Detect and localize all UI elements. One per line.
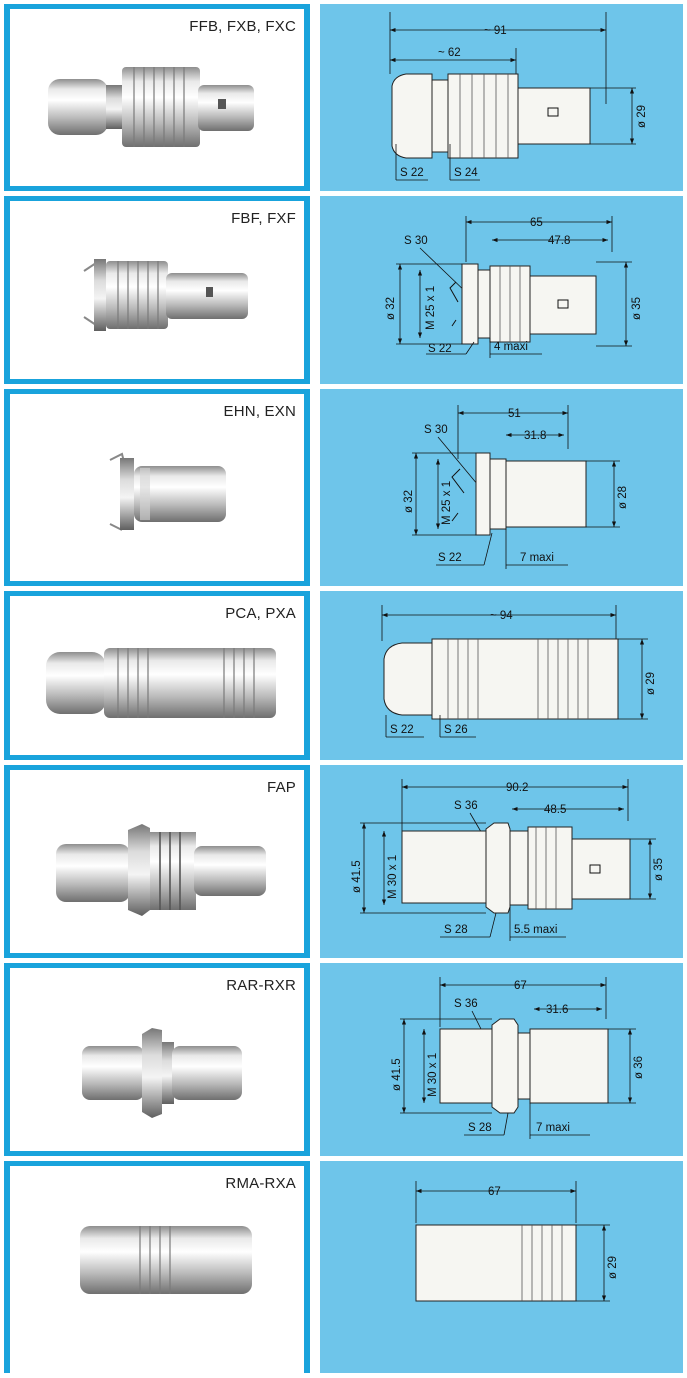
dim-thread: M 25 x 1 <box>441 481 453 525</box>
dim-diameter-left: ø 41.5 <box>391 1058 403 1091</box>
dim-maxi: 7 maxi <box>520 552 554 564</box>
drawing-panel: ~ 91 ~ 62 ø 29 S 22 S 24 <box>320 4 683 191</box>
dim-s36: S 36 <box>454 998 478 1010</box>
series-label: FAP <box>267 779 296 796</box>
dim-length: ~ 91 <box>484 25 507 37</box>
connector-photo <box>46 648 276 718</box>
dim-thread: M 30 x 1 <box>387 855 399 899</box>
dim-diameter-left: ø 41.5 <box>351 860 363 893</box>
technical-drawing: ~ 94 ø 29 S 22 S 26 <box>381 605 657 738</box>
dim-diameter-right: ø 36 <box>633 1056 645 1079</box>
connector-row-2: FBF, FXF 65 47.8 S 30 <box>4 196 683 384</box>
series-label: FBF, FXF <box>231 210 296 227</box>
photo-panel: RAR-RXR <box>4 963 310 1156</box>
connector-row-3: EHN, EXN 51 31.8 S 30 ø 32 M 25 x 1 <box>4 389 683 586</box>
series-label: FFB, FXB, FXC <box>189 18 296 35</box>
drawing-panel: 51 31.8 S 30 ø 32 M 25 x 1 ø 28 S 22 7 m… <box>320 389 683 586</box>
series-label: EHN, EXN <box>223 403 296 420</box>
dim-s28: S 28 <box>444 924 468 936</box>
dim-thread: M 25 x 1 <box>425 286 437 330</box>
dim-diameter-left: ø 32 <box>385 297 397 320</box>
dim-s26: S 26 <box>444 724 468 736</box>
dim-length: 90.2 <box>506 782 528 794</box>
technical-drawing: 67 S 36 31.6 ø 41.5 M 30 x 1 ø 36 S 28 7… <box>391 977 645 1139</box>
photo-panel: FFB, FXB, FXC <box>4 4 310 191</box>
dim-s30: S 30 <box>404 235 428 247</box>
dim-maxi: 7 maxi <box>536 1122 570 1134</box>
connector-photo <box>56 824 266 916</box>
dim-length: 67 <box>514 980 527 992</box>
drawing-panel: 67 ø 29 <box>320 1161 683 1373</box>
connector-photo <box>48 67 254 147</box>
dim-length: ~ 94 <box>490 610 513 622</box>
connector-row-1: FFB, FXB, FXC ~ 91 ~ 62 <box>4 4 683 191</box>
dim-diameter-right: ø 35 <box>631 297 643 320</box>
series-label: RAR-RXR <box>226 977 296 994</box>
drawing-panel: 90.2 S 36 48.5 ø 41.5 M 30 x 1 ø 35 S 28… <box>320 765 683 958</box>
dim-diameter-right: ø 28 <box>617 486 629 509</box>
dim-diameter-right: ø 35 <box>653 858 665 881</box>
dim-maxi: 4 maxi <box>494 341 528 353</box>
connector-row-4: PCA, PXA ~ 94 ø 29 S 22 S 26 <box>4 591 683 760</box>
dim-s22: S 22 <box>400 167 424 179</box>
connector-row-5: FAP 90.2 S 36 48.5 ø 41.5 <box>4 765 683 958</box>
dim-s30: S 30 <box>424 424 448 436</box>
dim-s22: S 22 <box>438 552 462 564</box>
connector-photo <box>80 1226 252 1294</box>
dim-s36: S 36 <box>454 800 478 812</box>
technical-drawing: ~ 91 ~ 62 ø 29 S 22 S 24 <box>389 12 648 181</box>
dim-diameter: ø 29 <box>645 672 657 695</box>
drawing-panel: 65 47.8 S 30 ø 32 M 25 x 1 ø 35 S 22 4 m… <box>320 196 683 384</box>
dim-body: 48.5 <box>544 804 566 816</box>
dim-diameter-left: ø 32 <box>403 490 415 513</box>
technical-drawing: 65 47.8 S 30 ø 32 M 25 x 1 ø 35 S 22 4 m… <box>385 216 643 358</box>
photo-panel: FBF, FXF <box>4 196 310 384</box>
connector-row-6: RAR-RXR 67 S 36 31.6 ø 41.5 M 30 x 1 <box>4 963 683 1156</box>
technical-drawing: 51 31.8 S 30 ø 32 M 25 x 1 ø 28 S 22 7 m… <box>403 405 629 569</box>
dim-s24: S 24 <box>454 167 478 179</box>
series-label: PCA, PXA <box>225 605 296 622</box>
dim-length: 67 <box>488 1186 501 1198</box>
photo-panel: PCA, PXA <box>4 591 310 760</box>
photo-panel: FAP <box>4 765 310 958</box>
drawing-panel: ~ 94 ø 29 S 22 S 26 <box>320 591 683 760</box>
drawing-panel: 67 S 36 31.6 ø 41.5 M 30 x 1 ø 36 S 28 7… <box>320 963 683 1156</box>
dim-s22: S 22 <box>428 343 452 355</box>
technical-drawing: 90.2 S 36 48.5 ø 41.5 M 30 x 1 ø 35 S 28… <box>351 779 665 941</box>
dim-body: 31.6 <box>546 1004 568 1016</box>
technical-drawing: 67 ø 29 <box>415 1181 619 1302</box>
connector-photo <box>109 452 226 531</box>
dim-s28: S 28 <box>468 1122 492 1134</box>
connector-photo <box>82 1028 242 1118</box>
dim-body: 47.8 <box>548 235 570 247</box>
connector-photo <box>83 259 248 331</box>
dim-thread: M 30 x 1 <box>427 1053 439 1097</box>
photo-panel: RMA-RXA <box>4 1161 310 1373</box>
series-label: RMA-RXA <box>225 1175 296 1192</box>
dim-maxi: 5.5 maxi <box>514 924 557 936</box>
dim-diameter: ø 29 <box>607 1256 619 1279</box>
dim-s22: S 22 <box>390 724 414 736</box>
photo-panel: EHN, EXN <box>4 389 310 586</box>
dim-length: 51 <box>508 408 521 420</box>
dim-body: 31.8 <box>524 430 546 442</box>
dim-body: ~ 62 <box>438 47 461 59</box>
dim-diameter: ø 29 <box>636 105 648 128</box>
connector-row-7: RMA-RXA 67 ø 29 <box>4 1161 683 1373</box>
dim-length: 65 <box>530 217 543 229</box>
